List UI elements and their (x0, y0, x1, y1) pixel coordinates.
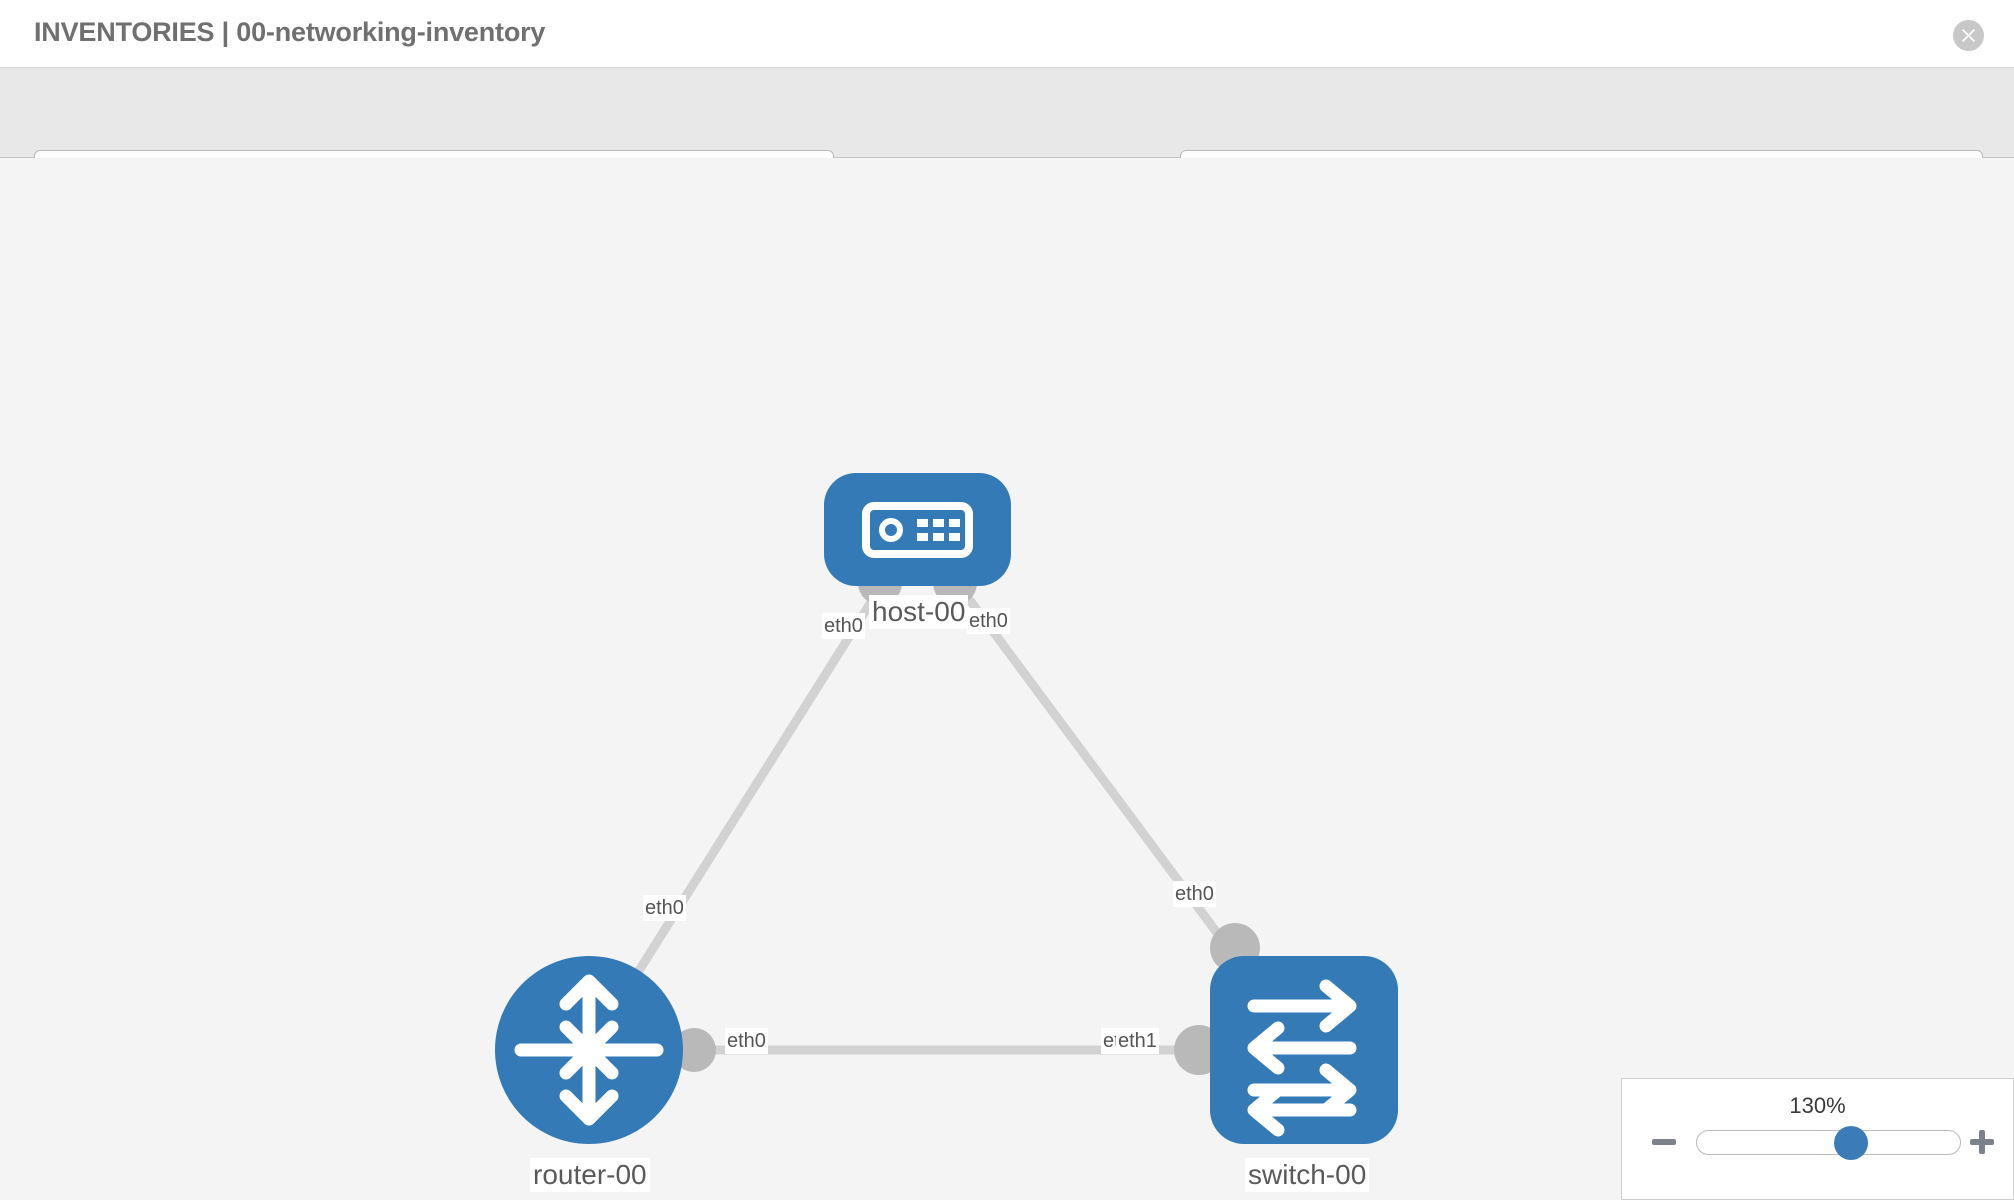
topology-graph (495, 473, 1398, 1144)
zoom-slider-handle[interactable] (1834, 1126, 1868, 1160)
node-switch-00 (1210, 956, 1398, 1144)
zoom-percent-label: 130% (1789, 1093, 1846, 1118)
topology-canvas[interactable]: eth0 eth0 host-00 router-00 switch-00 et… (0, 158, 2014, 1200)
connector-router-right (672, 1028, 716, 1072)
plus-icon[interactable] (1967, 1127, 1997, 1157)
iface-label-switch-eth1: eth1 (1116, 1028, 1159, 1054)
minus-icon[interactable] (1649, 1127, 1679, 1157)
toolbar: ACTIONS SEARCH (0, 68, 2014, 203)
connectors-layer (672, 561, 1260, 1075)
node-label-router-00: router-00 (530, 1158, 650, 1192)
node-router-00 (495, 956, 683, 1144)
switch-arrows-icon (1247, 979, 1357, 1137)
iface-label-host-eth0-right: eth0 (967, 608, 1010, 634)
iface-label-router-eth0-lan: eth0 (725, 1028, 768, 1054)
node-host-00 (824, 473, 1011, 586)
router-arrows-icon (514, 974, 664, 1126)
zoom-slider[interactable] (1696, 1126, 1961, 1160)
node-label-host-00: host-00 (869, 595, 969, 629)
close-icon[interactable] (1953, 20, 1984, 51)
iface-label-host-eth0-left: eth0 (822, 613, 865, 639)
node-label-switch-00: switch-00 (1245, 1158, 1370, 1192)
zoom-control-panel: 130% (1621, 1078, 2014, 1200)
iface-label-switch-eth0-uplink: eth0 (1173, 881, 1216, 907)
page-title: INVENTORIES | 00-networking-inventory (34, 17, 546, 47)
server-icon (862, 502, 973, 558)
iface-label-router-eth0-uplink: eth0 (643, 895, 686, 921)
page-header: INVENTORIES | 00-networking-inventory (0, 0, 2014, 68)
